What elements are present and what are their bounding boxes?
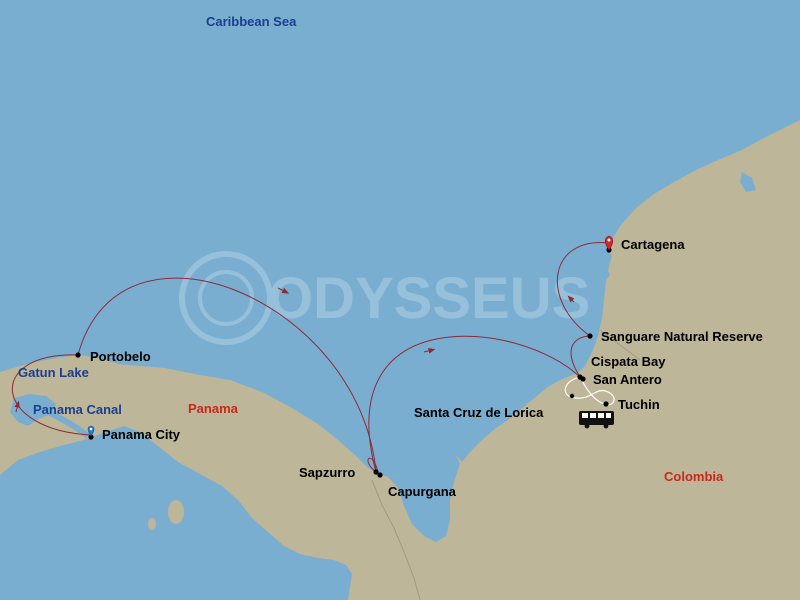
port-label-tuchin: Tuchin (618, 397, 660, 412)
border-line (371, 479, 421, 600)
port-dot-sapzurro (373, 469, 379, 475)
panama-canal-label: Panama Canal (33, 402, 122, 417)
end-marker-icon (604, 235, 614, 251)
border-line (599, 329, 641, 361)
port-label-cartagena: Cartagena (621, 237, 685, 252)
coastal-lagoon (740, 172, 756, 192)
pearl-island (168, 500, 184, 524)
port-dot-panama-city (88, 434, 94, 440)
panama-canal-water (42, 407, 90, 439)
port-label-cispata-bay: Cispata Bay (591, 354, 666, 369)
start-marker-icon (87, 425, 95, 437)
port-label-sapzurro: Sapzurro (299, 465, 356, 480)
cartagena-bay (598, 266, 610, 282)
port-label-sanguare: Sanguare Natural Reserve (601, 329, 763, 344)
port-dot-capurgana (377, 472, 383, 478)
gatun-lake-water (10, 394, 56, 426)
port-label-portobelo: Portobelo (90, 349, 151, 364)
port-label-capurgana: Capurgana (388, 484, 456, 499)
port-dot-sanguare (587, 333, 593, 339)
arrow-icon (14, 400, 20, 413)
route-segment (11, 354, 92, 436)
land-excursion-route (564, 376, 615, 406)
gatun-lake-label: Gatun Lake (18, 365, 89, 380)
watermark-text: ODYSSEUS (268, 266, 590, 331)
route-segment (556, 242, 611, 337)
caribbean-sea-label: Caribbean Sea (206, 14, 297, 29)
port-label-san-antero: San Antero (593, 372, 662, 387)
small-island (148, 518, 156, 530)
port-dot-portobelo (75, 352, 81, 358)
port-label-panama-city: Panama City (102, 427, 181, 442)
route-segment (570, 335, 591, 378)
route-arrows (14, 287, 575, 413)
port-dot-san-antero (580, 376, 586, 382)
bus-icon (579, 411, 614, 429)
gulf-of-uraba (388, 452, 460, 542)
arrow-icon (423, 348, 436, 354)
port-dot-santa-cruz-de-lorica (569, 393, 575, 399)
route-segment (368, 335, 581, 473)
watermark-logo: ODYSSEUS (179, 251, 590, 345)
arrow-icon (277, 287, 290, 294)
port-dot-tuchin (603, 401, 609, 407)
port-label-santa-cruz-de-lorica: Santa Cruz de Lorica (414, 405, 544, 420)
colombia-country-label: Colombia (664, 469, 724, 484)
port-dots (75, 247, 612, 478)
route-segment (367, 457, 379, 473)
arrow-icon (567, 295, 575, 303)
panama-country-label: Panama (188, 401, 238, 416)
